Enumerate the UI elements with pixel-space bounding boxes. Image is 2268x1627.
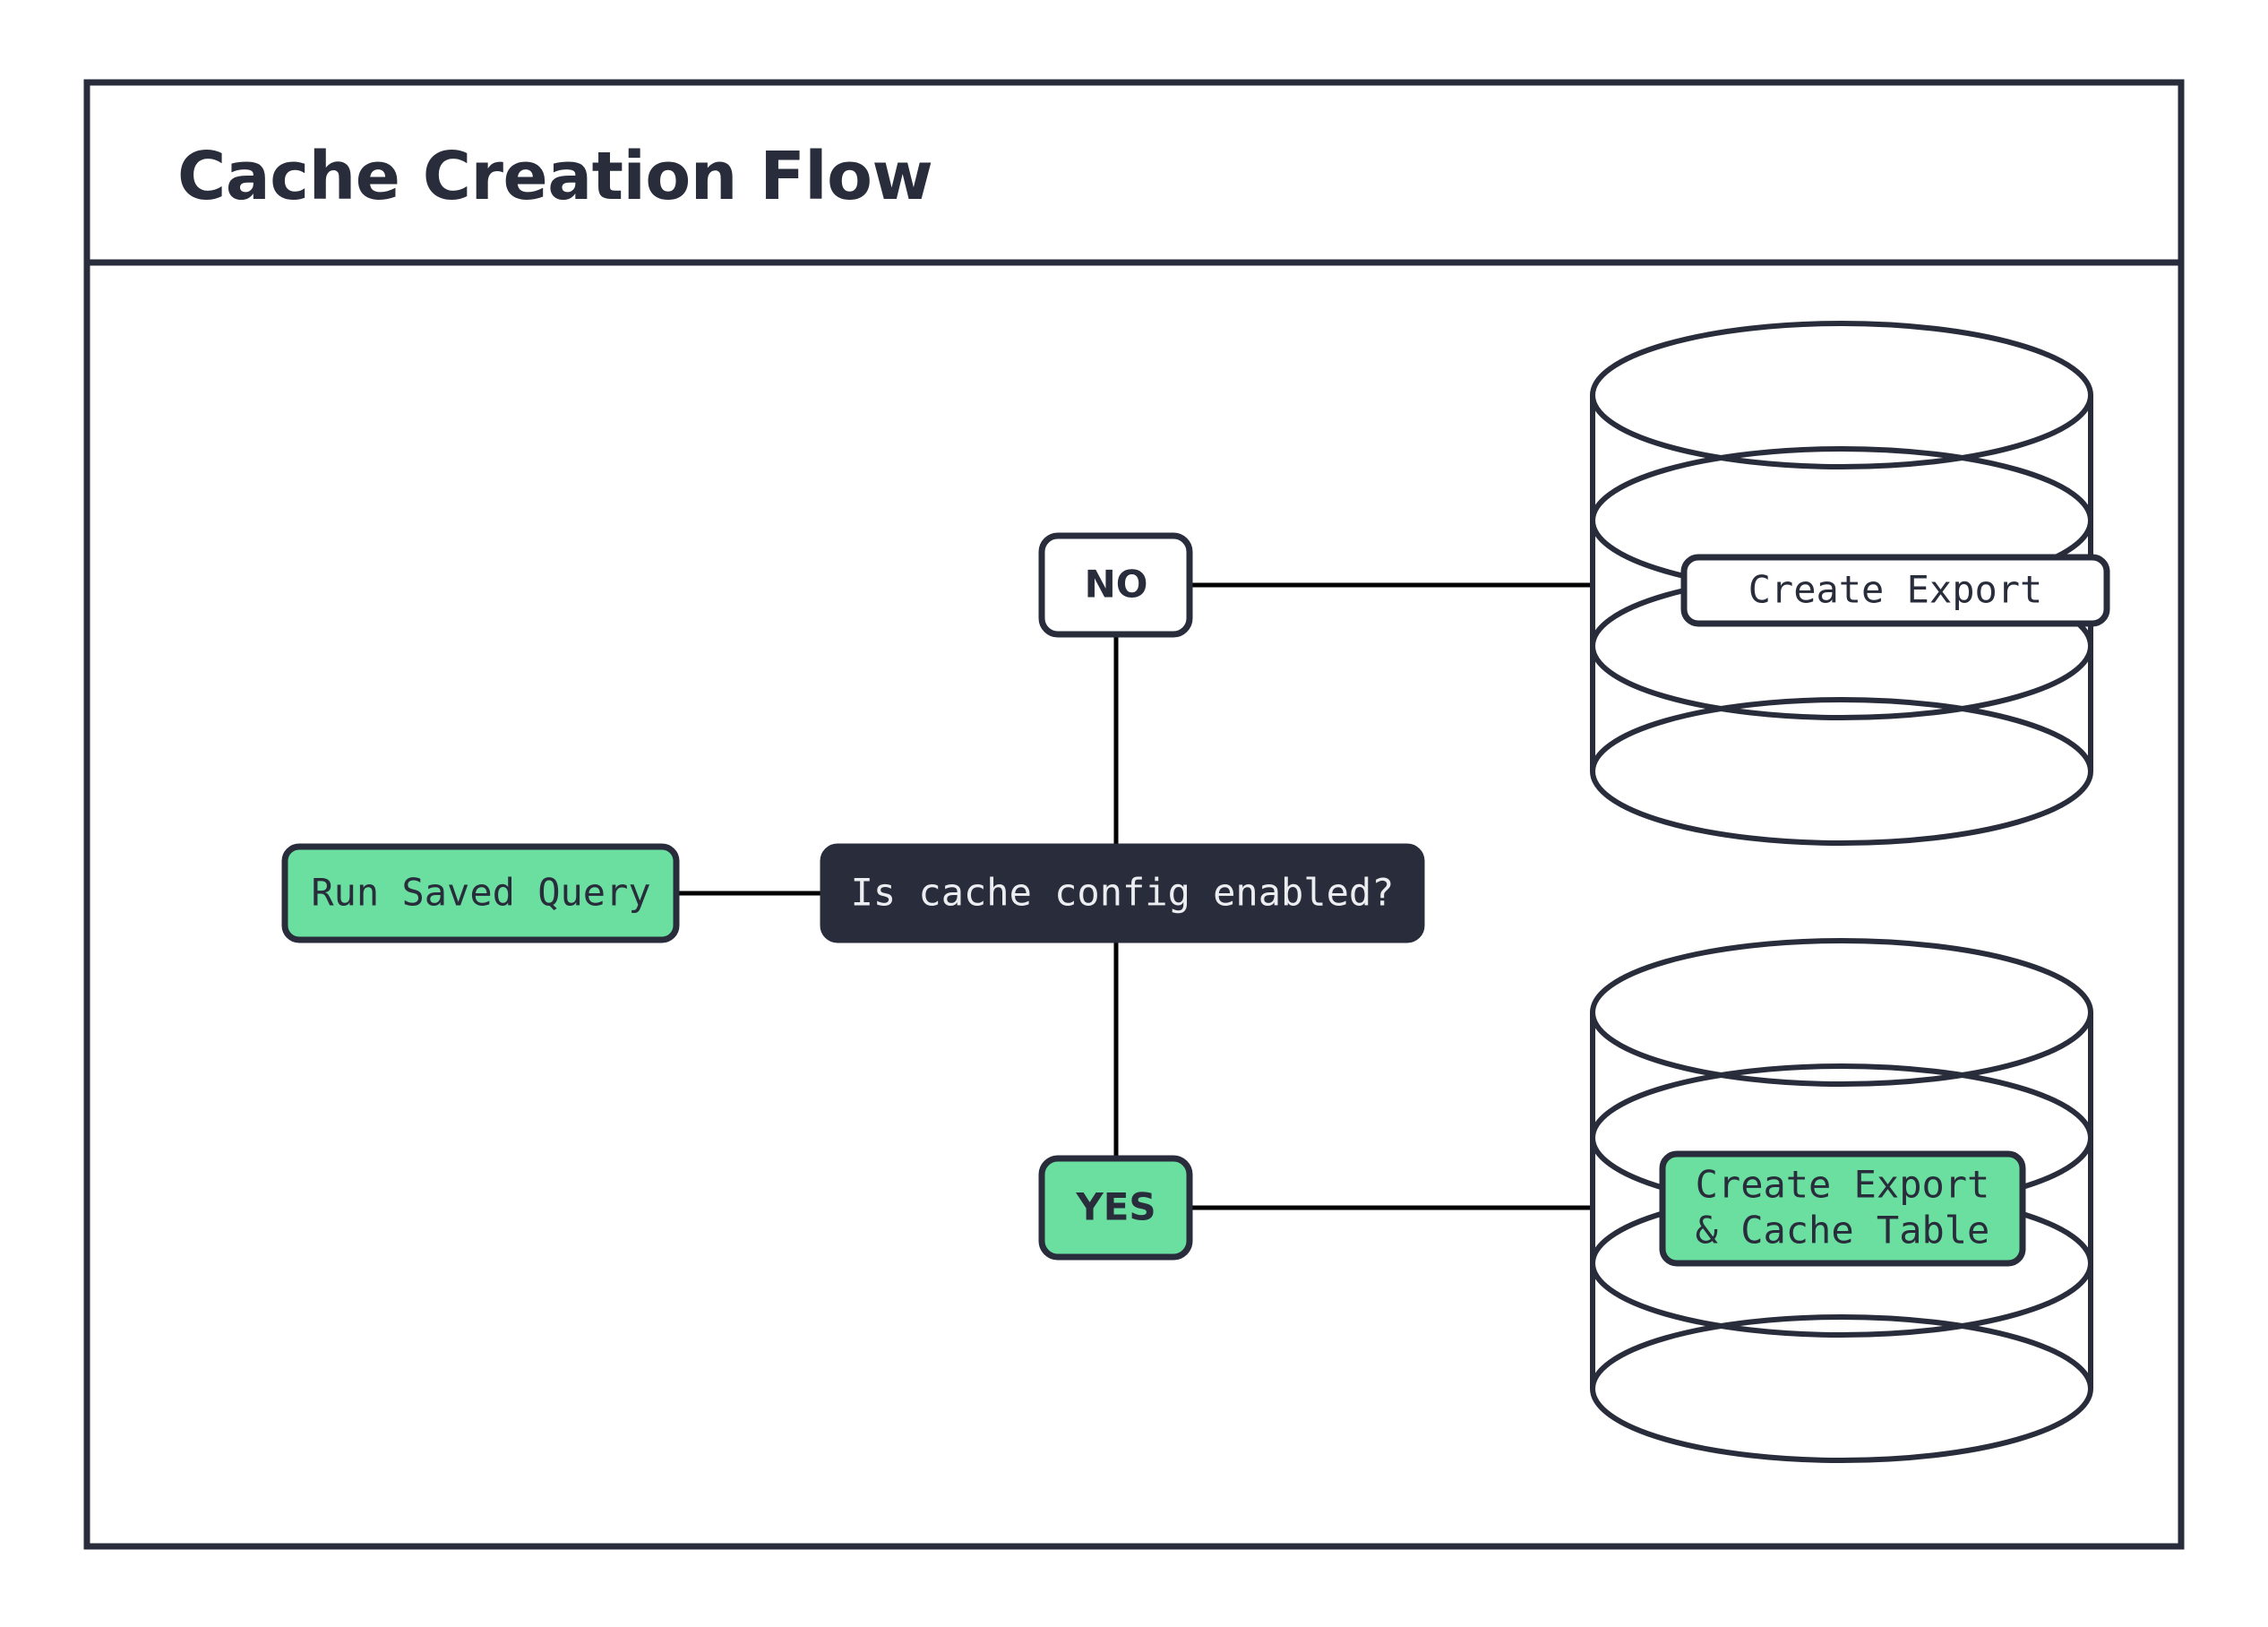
db-label-chip (1680, 554, 2110, 627)
cylinder-bottom-ellipse (1590, 1314, 2093, 1463)
db-create-export-label: Create Export (1748, 568, 2043, 612)
run-saved-query-box[interactable] (281, 843, 680, 943)
run-saved-query-label: Run Saved Query (311, 871, 650, 915)
branch-yes-box[interactable] (1038, 1155, 1193, 1261)
db-label-chip (1659, 1150, 2026, 1267)
decision-cache-config[interactable]: Is cache config enabled? (820, 843, 1425, 943)
branch-no-box[interactable] (1038, 532, 1193, 638)
branch-yes-label: YES (1075, 1185, 1155, 1229)
cylinder-top-ellipse (1590, 321, 2093, 469)
db-cache-label-line1: Create Export (1696, 1163, 1990, 1207)
db-cache-label-line2: & Cache Table (1696, 1209, 1990, 1253)
cylinder-top-ellipse (1590, 938, 2093, 1087)
diagram-frame (83, 79, 2185, 1550)
run-saved-query[interactable]: Run Saved Query (281, 843, 680, 943)
decision-label: Is cache config enabled? (851, 871, 1395, 915)
db-create-export[interactable]: Create Export (1590, 321, 2110, 846)
branch-no[interactable]: NO (1038, 532, 1193, 638)
page-title: Cache Creation Flow (177, 138, 932, 215)
branch-yes[interactable]: YES (1038, 1155, 1193, 1261)
db-create-export-cache-table[interactable]: Create Export & Cache Table (1590, 938, 2093, 1463)
branch-no-label: NO (1085, 563, 1148, 607)
cylinder-bottom-ellipse (1590, 697, 2093, 846)
decision-box[interactable] (820, 843, 1425, 943)
